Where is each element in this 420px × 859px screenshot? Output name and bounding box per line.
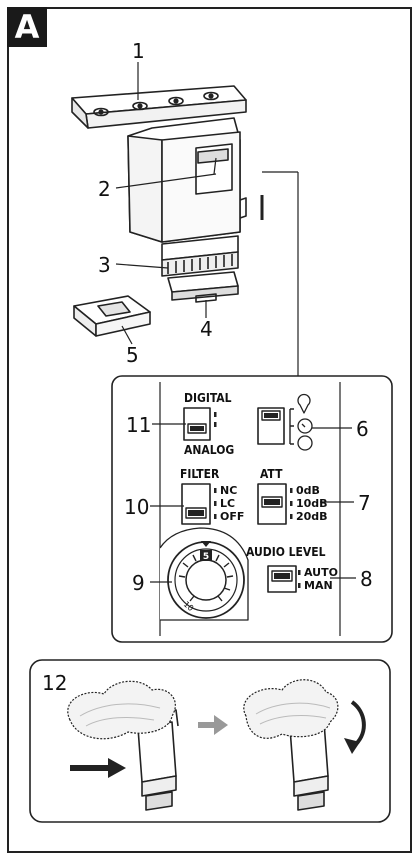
fur-windscreen-icon	[243, 679, 339, 739]
callout-11: 11	[126, 413, 151, 437]
omni-pattern-icon	[297, 435, 313, 451]
fur-windscreen-icon	[67, 680, 176, 740]
att-option-20db: 20dB	[296, 510, 328, 523]
filter-option-nc: NC	[220, 484, 237, 497]
digital-analog-switch	[183, 407, 217, 441]
att-option-10db: 10dB	[296, 497, 328, 510]
filter-switch	[181, 483, 217, 525]
filter-label: FILTER	[180, 467, 220, 481]
audio-level-label: AUDIO LEVEL	[246, 545, 326, 559]
callout-2: 2	[98, 177, 111, 201]
wide-pattern-icon	[297, 418, 313, 434]
att-label: ATT	[260, 467, 283, 481]
windscreen-attach-illustration	[67, 680, 179, 811]
callout-5: 5	[126, 343, 139, 367]
callout-9: 9	[132, 571, 145, 595]
digital-label: DIGITAL	[184, 391, 232, 405]
audio-level-option-man: MAN	[304, 579, 333, 592]
att-switch	[257, 483, 293, 525]
next-step-arrow-icon	[198, 715, 228, 735]
filter-option-lc: LC	[220, 497, 235, 510]
cardioid-pattern-icon	[297, 393, 311, 414]
callout-10: 10	[124, 495, 149, 519]
push-arrow-icon	[70, 758, 126, 778]
dial-marker-value: 5	[203, 552, 209, 562]
callout-7: 7	[358, 491, 371, 515]
rotate-arrow-icon	[350, 700, 366, 746]
figure-frame	[7, 7, 412, 853]
pickup-pattern-switch	[257, 393, 313, 451]
control-panel-detail	[111, 375, 393, 643]
callout-6: 6	[356, 417, 369, 441]
microphone-illustration	[71, 85, 264, 303]
audio-level-switch	[267, 565, 301, 593]
callout-4: 4	[200, 317, 213, 341]
audio-level-option-auto: AUTO	[304, 566, 338, 579]
callout-12: 12	[42, 671, 67, 695]
audio-level-dial	[159, 527, 249, 621]
callout-8: 8	[360, 567, 373, 591]
panel-letter-badge: A	[7, 7, 47, 47]
callout-3: 3	[98, 253, 111, 277]
callout-1: 1	[132, 39, 145, 63]
windscreen-rotate-illustration	[243, 679, 366, 811]
att-option-0db: 0dB	[296, 484, 320, 497]
shoe-adapter-illustration	[73, 295, 151, 337]
filter-option-off: OFF	[220, 510, 244, 523]
analog-label: ANALOG	[184, 443, 234, 457]
windscreen-instruction-panel	[29, 659, 391, 823]
